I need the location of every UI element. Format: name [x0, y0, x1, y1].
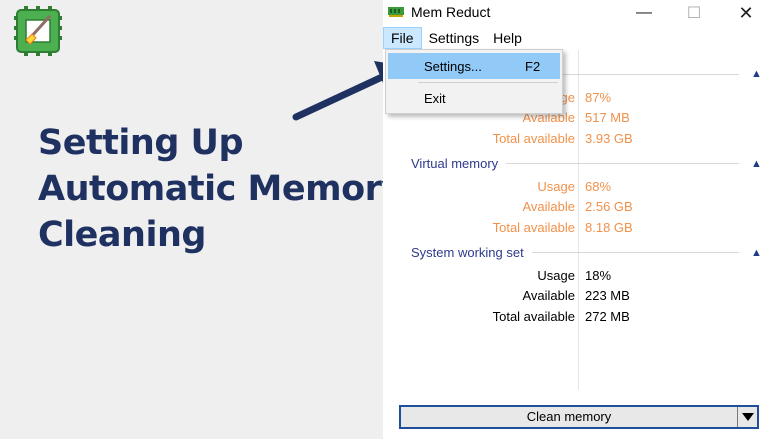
row-virtual-usage: Usage 68%	[383, 179, 768, 199]
row-system-usage: Usage 18%	[383, 268, 768, 288]
ram-stick-icon	[388, 7, 404, 17]
group-header-virtual[interactable]: Virtual memory ▲	[411, 156, 762, 171]
value-available: 2.56 GB	[585, 199, 633, 214]
maximize-button[interactable]: ☐	[671, 0, 717, 26]
label-total-available: Total available	[492, 131, 575, 146]
label-usage: Usage	[537, 179, 575, 194]
label-available: Available	[522, 288, 575, 303]
group-rule	[419, 73, 739, 75]
menu-item-exit[interactable]: Exit	[388, 85, 560, 111]
row-physical-total: Total available 3.93 GB	[383, 131, 768, 151]
menu-item-settings-shortcut: F2	[525, 59, 541, 74]
column-divider	[578, 50, 579, 390]
clean-memory-label: Clean memory	[526, 409, 612, 424]
group-title-system: System working set	[411, 245, 524, 260]
menu-separator	[418, 82, 558, 83]
headline-line-1: Setting Up	[38, 123, 244, 163]
close-button[interactable]: ✕	[723, 0, 768, 26]
group-header-physical[interactable]: ▲	[411, 68, 762, 80]
file-menu-dropdown: Settings... F2 Exit	[385, 49, 563, 114]
value-usage: 18%	[585, 268, 612, 283]
value-usage: 68%	[585, 179, 612, 194]
minimize-icon: —	[636, 4, 652, 21]
menu-help[interactable]: Help	[493, 30, 522, 46]
clean-memory-button[interactable]: Clean memory	[399, 405, 759, 429]
row-virtual-available: Available 2.56 GB	[383, 199, 768, 219]
group-rule	[506, 163, 739, 164]
group-title-virtual: Virtual memory	[411, 156, 499, 171]
label-available: Available	[522, 199, 575, 214]
chevron-down-icon	[741, 413, 754, 421]
group-header-system[interactable]: System working set ▲	[411, 245, 762, 260]
minimize-button[interactable]: —	[621, 0, 667, 26]
label-usage: Usage	[537, 268, 575, 283]
menu-item-exit-label: Exit	[424, 91, 446, 106]
label-total-available: Total available	[492, 220, 575, 235]
value-available: 223 MB	[585, 288, 630, 303]
window-title: Mem Reduct	[411, 4, 491, 20]
group-rule	[531, 252, 739, 253]
chevron-up-icon[interactable]: ▲	[751, 157, 762, 170]
label-total-available: Total available	[492, 309, 575, 324]
menu-bar: File Settings Help	[383, 27, 768, 49]
chevron-up-icon[interactable]: ▲	[751, 68, 762, 80]
row-system-available: Available 223 MB	[383, 288, 768, 308]
memory-panel: ▲ Usage 87% Available 517 MB Total avail…	[383, 50, 768, 390]
chevron-up-icon[interactable]: ▲	[751, 246, 762, 259]
menu-item-settings-label: Settings...	[424, 59, 482, 74]
value-total-available: 8.18 GB	[585, 220, 633, 235]
menu-file[interactable]: File	[383, 27, 422, 49]
row-system-total: Total available 272 MB	[383, 309, 768, 329]
menu-settings[interactable]: Settings	[428, 30, 480, 46]
title-bar[interactable]: Mem Reduct — ☐ ✕	[383, 0, 768, 26]
dropdown-arrow-button[interactable]	[737, 407, 757, 427]
headline-line-2: Automatic Memory	[38, 169, 404, 209]
value-available: 517 MB	[585, 110, 630, 125]
maximize-icon: ☐	[686, 5, 702, 22]
headline: Setting Up Automatic Memory Cleaning	[38, 120, 404, 258]
menu-item-settings[interactable]: Settings... F2	[388, 53, 560, 79]
memory-chip-broom-icon	[14, 6, 62, 56]
value-total-available: 272 MB	[585, 309, 630, 324]
value-usage: 87%	[585, 90, 612, 105]
row-virtual-total: Total available 8.18 GB	[383, 220, 768, 240]
value-total-available: 3.93 GB	[585, 131, 633, 146]
headline-line-3: Cleaning	[38, 215, 206, 255]
close-icon: ✕	[738, 2, 754, 23]
